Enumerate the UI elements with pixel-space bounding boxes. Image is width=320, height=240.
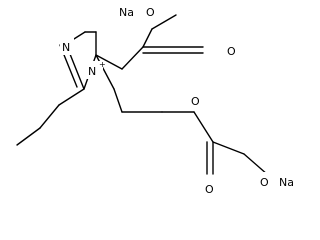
nitrogen-charge-label: +: [99, 60, 106, 69]
bond-o-na-top: [151, 14, 177, 30]
bond-ether-ch2-down: [193, 111, 214, 143]
bond-o-na-bottom: [243, 153, 269, 176]
atom-background-layer: [60, 2, 302, 196]
o-bottom-carbonyl-bg: [203, 178, 219, 196]
oxygen-bottom-link-label: O: [260, 176, 269, 189]
bond-n4-ch2-top: [95, 54, 123, 70]
o-top-link-bg: [143, 2, 159, 20]
n-ring-cation-bg: [85, 61, 103, 79]
oxygen-bottom-carbonyl-label: O: [205, 183, 214, 196]
na-top-bg: [118, 2, 142, 20]
bond-n4-ch2-down-a: [95, 54, 115, 90]
atom-label-layer: Na O O N N + O O O Na: [62, 6, 294, 196]
bond-ch2-carbonyl-top: [121, 46, 144, 70]
o-bottom-link-bg: [258, 172, 274, 190]
na-bottom-bg: [278, 172, 302, 190]
chemical-structure-diagram: Na O O N N + O O O Na: [16, 2, 302, 196]
nitrogen-ring-cation-label: N: [88, 65, 96, 78]
oxygen-top-link-label: O: [146, 6, 155, 19]
bond-c5-propyl-a: [58, 88, 85, 106]
bond-propyl-a-b: [39, 104, 60, 129]
nitrogen-ring-imine-label: N: [62, 41, 70, 54]
bond-layer: [16, 14, 269, 176]
o-ether-bg: [189, 91, 205, 109]
bond-carbonyl-bottom-o: [212, 141, 245, 155]
oxygen-top-carbonyl-label: O: [227, 45, 236, 58]
sodium-bottom-label: Na: [279, 176, 294, 189]
bond-propyl-b-c: [16, 127, 41, 146]
o-top-carbonyl-bg: [225, 41, 241, 59]
bond-ch2-down-b: [113, 88, 123, 113]
oxygen-ether-label: O: [191, 95, 200, 108]
bond-carbonyl-o-top: [142, 28, 153, 48]
n-ring-imine-bg: [60, 37, 74, 55]
sodium-top-label: Na: [119, 6, 134, 19]
